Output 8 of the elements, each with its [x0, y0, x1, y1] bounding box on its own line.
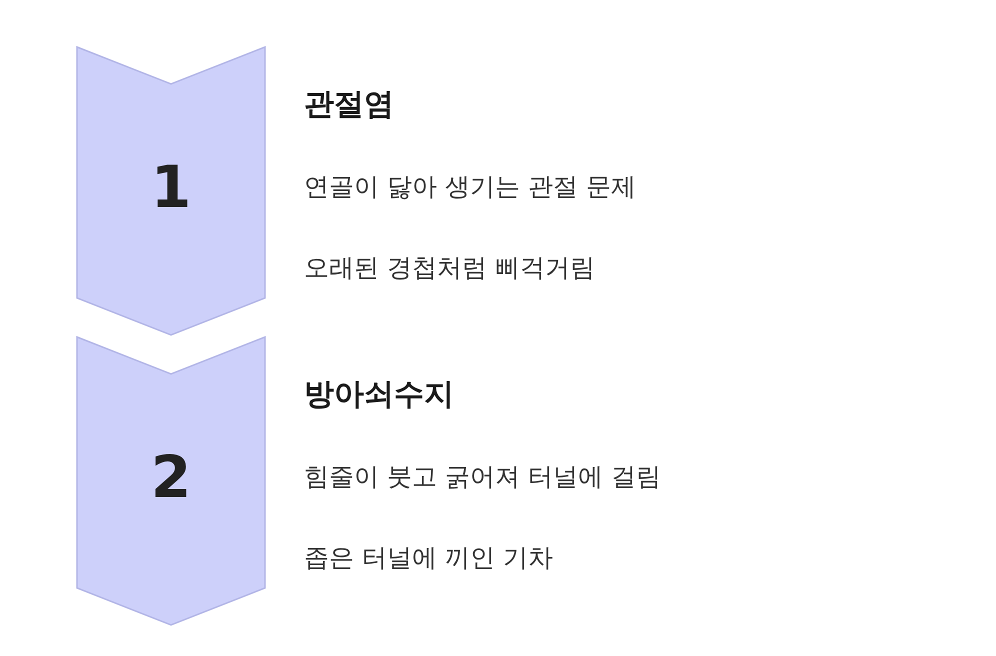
description-text: 힘줄이 붓고 굵어져 터널에 걸림: [304, 462, 661, 492]
step-number: 1: [150, 158, 192, 216]
heading: 관절염: [304, 87, 394, 123]
description-text: 연골이 닳아 생기는 관절 문제: [304, 172, 636, 202]
description-text: 좁은 터널에 끼인 기차: [304, 543, 553, 573]
heading: 방아쇠수지: [304, 377, 454, 413]
description-text: 오래된 경첩처럼 삐걱거림: [304, 253, 595, 283]
step-number: 2: [150, 448, 192, 506]
